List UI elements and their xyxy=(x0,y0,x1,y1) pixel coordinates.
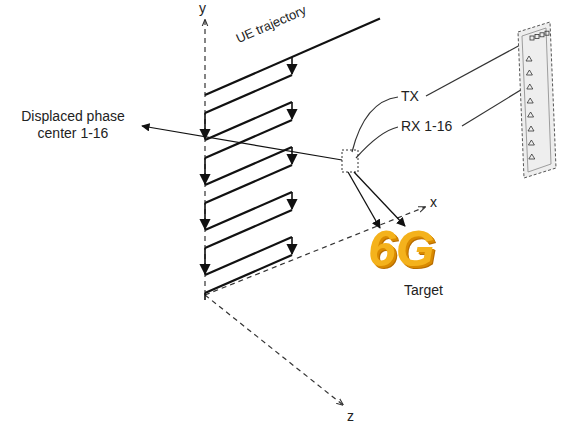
target-label: Target xyxy=(404,282,443,299)
antenna-panel xyxy=(522,28,551,172)
phase-center-box xyxy=(342,150,358,172)
callout-label: Displaced phase center 1-16 xyxy=(6,108,140,142)
antenna-label: TX xyxy=(401,88,419,105)
leader-line xyxy=(352,97,398,152)
signal-ray xyxy=(354,172,405,226)
antenna-elements xyxy=(526,31,549,159)
target-logo: 6G xyxy=(368,222,435,276)
leader-line xyxy=(142,126,342,160)
leader-line xyxy=(462,88,524,126)
z-axis xyxy=(205,295,343,405)
leader-line xyxy=(426,44,522,96)
trajectory-label: UE trajectory xyxy=(233,1,309,47)
axis-label: z xyxy=(347,408,354,425)
ue-trajectory xyxy=(205,19,380,301)
leader-line xyxy=(356,127,398,158)
antenna-panel xyxy=(518,22,556,178)
axis-label: x xyxy=(430,194,437,211)
antenna-label: RX 1-16 xyxy=(401,118,452,135)
signal-ray xyxy=(348,172,380,228)
axis-label: y xyxy=(199,0,206,17)
